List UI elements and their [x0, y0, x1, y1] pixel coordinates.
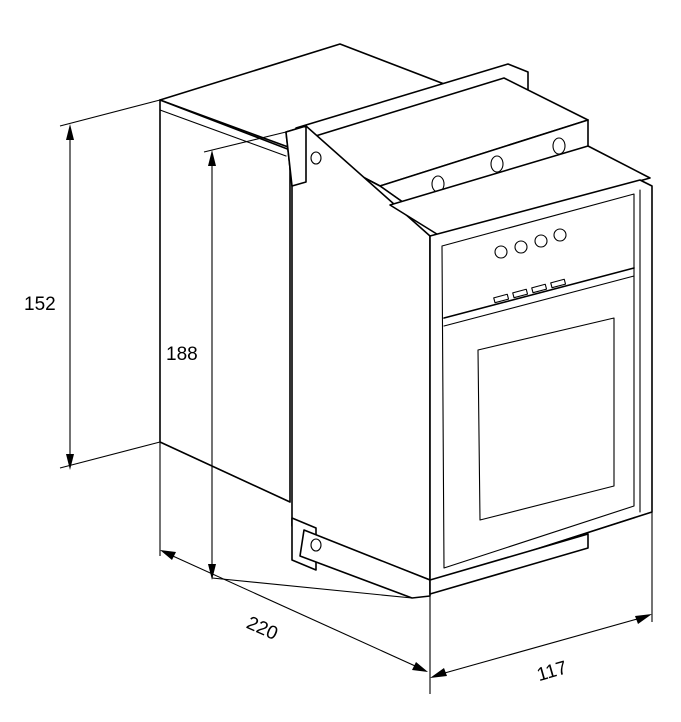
heatsink-bottom-edge: [159, 441, 291, 503]
extension-line-220-mid: [211, 577, 413, 599]
display-divider-bottom: [443, 275, 635, 327]
dimension-152: 152: [24, 99, 161, 470]
dip-switch-4: [550, 278, 567, 289]
dip-switch-1: [493, 293, 510, 304]
extension-line-152-bottom: [59, 441, 161, 469]
heatsink-inner-edge: [159, 109, 287, 157]
bottom-block-side: [299, 529, 431, 599]
dim-label-117: 117: [535, 657, 570, 686]
heatsink-left-face: [159, 99, 291, 503]
extension-line-188-top: [203, 131, 287, 153]
dimension-line-220: [163, 551, 425, 671]
arrow-220-rear: [160, 550, 176, 560]
arrow-152-top: [66, 124, 74, 140]
top-bracket-left: [285, 125, 307, 187]
arrow-117-left: [430, 668, 447, 678]
display-divider-top: [443, 267, 635, 319]
arrow-188-bottom: [208, 564, 216, 580]
led-3: [534, 234, 548, 248]
dim-label-220: 220: [243, 613, 281, 645]
dip-switch-2: [512, 288, 529, 299]
extension-line-152-top: [59, 99, 161, 127]
top-mount-hole: [310, 151, 322, 165]
dip-switch-3: [531, 283, 548, 294]
dim-label-152: 152: [24, 294, 56, 315]
label-window: [477, 317, 615, 521]
bottom-terminal-block: [285, 125, 589, 599]
led-4: [553, 228, 567, 242]
dimension-188: 188: [166, 131, 287, 580]
arrow-152-bottom: [66, 454, 74, 470]
terminal-screw-2: [490, 155, 504, 173]
front-bezel: [441, 193, 635, 569]
dimension-line-117: [433, 615, 649, 677]
housing-top-face: [389, 145, 651, 237]
arrow-117-right: [635, 614, 652, 624]
bottom-block-front: [429, 533, 589, 595]
arrow-188-top: [208, 150, 216, 166]
led-2: [514, 240, 528, 254]
dim-label-188: 188: [166, 344, 198, 365]
bottom-mount-hole: [310, 538, 322, 552]
led-1: [494, 245, 508, 259]
arrow-220-front: [412, 662, 428, 672]
main-housing: [285, 125, 653, 581]
